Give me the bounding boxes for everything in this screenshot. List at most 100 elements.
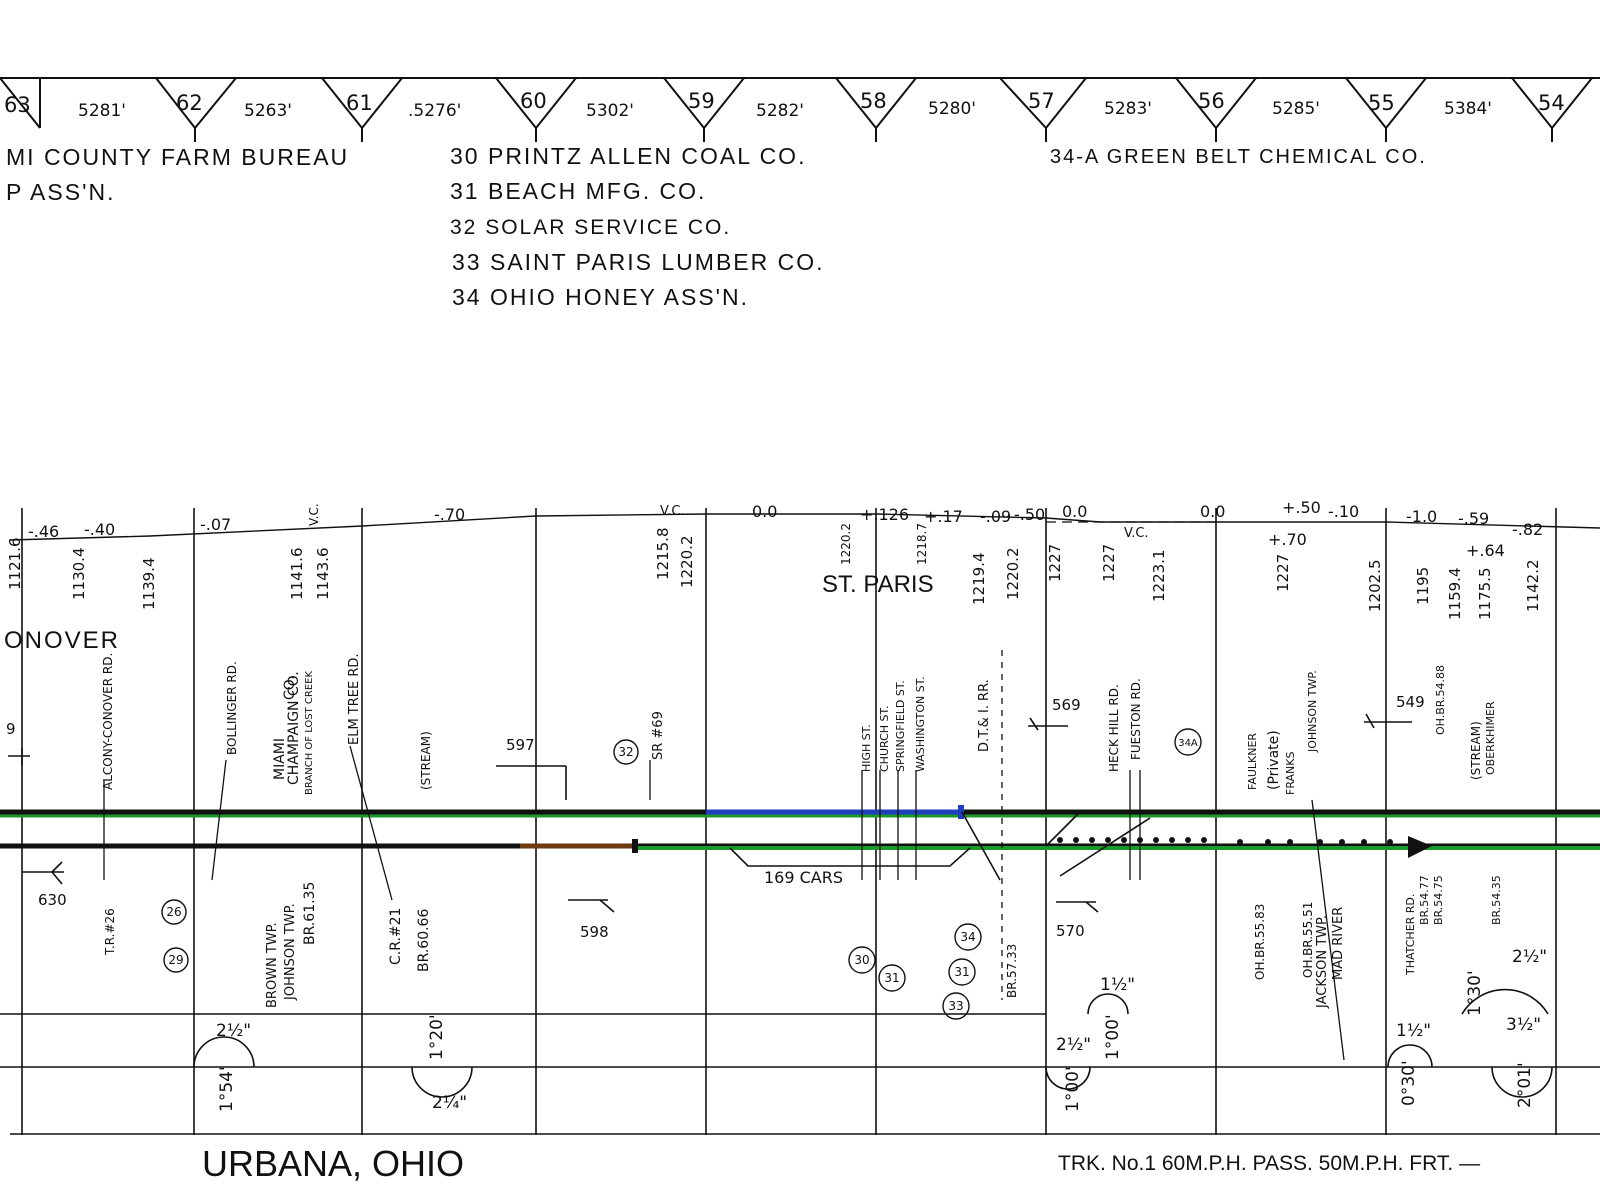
curve-elev-2: 2¼" (432, 1093, 467, 1113)
mile-length-63: 5281' (78, 101, 126, 121)
milepost-58: 58 (860, 89, 887, 113)
grade-17: +.70 (1268, 530, 1307, 549)
footer-title: URBANA, OHIO (202, 1143, 464, 1184)
industry-circle-31b: 31 (954, 965, 969, 979)
bridge-57-33: BR.57.33 (1005, 944, 1019, 998)
elev-7: 1220.2 (678, 536, 696, 589)
road-thatcher: THATCHER RD. (1404, 894, 1417, 976)
mile-length-61: .5276' (408, 101, 461, 121)
grade-5: 0.0 (752, 502, 777, 521)
place-st-paris: ST. PARIS (822, 571, 934, 598)
signal-marks (8, 713, 1412, 913)
bridge-tr26: T.R.#26 (103, 908, 117, 956)
crossing-dots (1057, 837, 1393, 845)
road-church-st: CHURCH ST. (878, 706, 891, 772)
mile-length-62: 5263' (244, 101, 292, 121)
bridge-55-51: OH.BR.55.51 (1301, 902, 1315, 978)
road-fueston: FUESTON RD. (1129, 678, 1143, 760)
grade-7: +.17 (924, 507, 963, 526)
milepost-61: 61 (346, 91, 373, 115)
milepost-60: 60 (520, 89, 547, 113)
elev-3: 1139.4 (140, 558, 158, 611)
industry-circles: 26 29 32 30 31 34 31 33 34A (161, 728, 1202, 1020)
curve-deg-7: 2°01' (1515, 1062, 1535, 1108)
bridge-60-66: BR.60.66 (416, 909, 432, 972)
mile-length-57: 5283' (1104, 99, 1152, 119)
elev-11: 1220.2 (1004, 548, 1022, 601)
curve-elev-7: 3½" (1506, 1015, 1541, 1035)
bridge-54-77: BR.54.77 (1418, 875, 1431, 925)
elev-17: 1195 (1414, 567, 1432, 605)
industry-30: 30 PRINTZ ALLEN COAL CO. (450, 143, 806, 169)
grade-vc1: V.C. (307, 503, 321, 526)
signal-569: 569 (1052, 696, 1081, 714)
industry-circle-33: 33 (948, 999, 963, 1013)
milepost-54: 54 (1538, 91, 1565, 115)
place-conover: ONOVER (4, 627, 120, 654)
grade-profile-line (9, 513, 1600, 541)
elev-16: 1202.5 (1366, 560, 1384, 613)
industry-34a: 34-A GREEN BELT CHEMICAL CO. (1050, 146, 1427, 168)
footer-speed: TRK. No.1 60M.P.H. PASS. 50M.P.H. FRT. — (1058, 1152, 1480, 1175)
grade-15: -.59 (1458, 509, 1489, 528)
grade-4: -.70 (434, 505, 465, 524)
industry-circle-26: 26 (166, 905, 181, 919)
road-dti-rr: D.T.& I. RR. (977, 679, 992, 752)
elev-5: 1143.6 (314, 548, 332, 601)
industry-left-1: MI COUNTY FARM BUREAU (6, 144, 349, 170)
mile-length-56: 5285' (1272, 99, 1320, 119)
milepost-band (0, 77, 1600, 142)
curve-deg-1: 1°54' (217, 1066, 237, 1112)
industry-33: 33 SAINT PARIS LUMBER CO. (452, 249, 825, 275)
elev-14: 1223.1 (1150, 550, 1168, 603)
industry-circle-31a: 31 (884, 971, 899, 985)
road-bollinger: BOLLINGER RD. (225, 661, 239, 755)
signal-598: 598 (580, 923, 609, 941)
bridge-54-35: BR.54.35 (1490, 875, 1503, 925)
road-washington-st: WASHINGTON ST. (914, 676, 927, 772)
road-sr69: SR #69 (651, 711, 666, 760)
grade-11: 0.0 (1200, 502, 1225, 521)
elev-19: 1175.5 (1476, 568, 1494, 621)
grade-14: -1.0 (1406, 507, 1437, 526)
elev-9: 1218.7 (915, 523, 929, 565)
curve-deg-4: 1°00' (1063, 1066, 1083, 1112)
elev-12: 1227 (1046, 544, 1064, 582)
signal-597: 597 (506, 736, 535, 754)
mile-length-58: 5280' (928, 99, 976, 119)
curve-deg-3: 1°00' (1103, 1014, 1123, 1060)
road-oberkhimer: OBERKHIMER (1484, 701, 1497, 775)
signal-570: 570 (1056, 922, 1085, 940)
elev-8: 1220.2 (839, 523, 853, 565)
curve-deg-6: 1°30' (1465, 970, 1485, 1016)
bridge-54-75: BR.54.75 (1432, 875, 1445, 925)
county-miami: MIAMI (272, 738, 288, 780)
twp-johnson: JOHNSON TWP. (283, 903, 298, 1001)
milepost-63: 63 (4, 93, 31, 117)
grade-10: 0.0 (1062, 502, 1087, 521)
elev-4: 1141.6 (288, 548, 306, 601)
curve-deg-5: 0°30' (1399, 1060, 1419, 1106)
grade-8: -.09 (980, 507, 1011, 526)
grade-9: -.50 (1014, 505, 1045, 524)
grade-13: -.10 (1328, 502, 1359, 521)
industry-34: 34 OHIO HONEY ASS'N. (452, 284, 749, 310)
curve-deg-2: 1°20' (427, 1014, 447, 1060)
bridge-cr21: C.R.#21 (388, 908, 404, 965)
curve-elev-3: 1½" (1100, 975, 1135, 995)
grade-18: +.64 (1466, 541, 1505, 560)
curve-elev-4: 2½" (1056, 1035, 1091, 1055)
creek-label: BRANCH OF LOST CREEK (304, 671, 315, 795)
milepost-55: 55 (1368, 91, 1395, 115)
elev-15: 1227 (1274, 554, 1292, 592)
industry-32: 32 SOLAR SERVICE CO. (450, 216, 731, 239)
milepost-57: 57 (1028, 89, 1055, 113)
road-high-st: HIGH ST. (860, 724, 873, 772)
county-champaign: CHAMPAIGN CO. (286, 671, 302, 785)
elev-18: 1159.4 (1446, 568, 1464, 621)
signal-630: 630 (38, 891, 67, 909)
elev-20: 1142.2 (1524, 560, 1542, 613)
grade-2: -.40 (84, 520, 115, 539)
elev-10: 1219.4 (970, 553, 988, 606)
